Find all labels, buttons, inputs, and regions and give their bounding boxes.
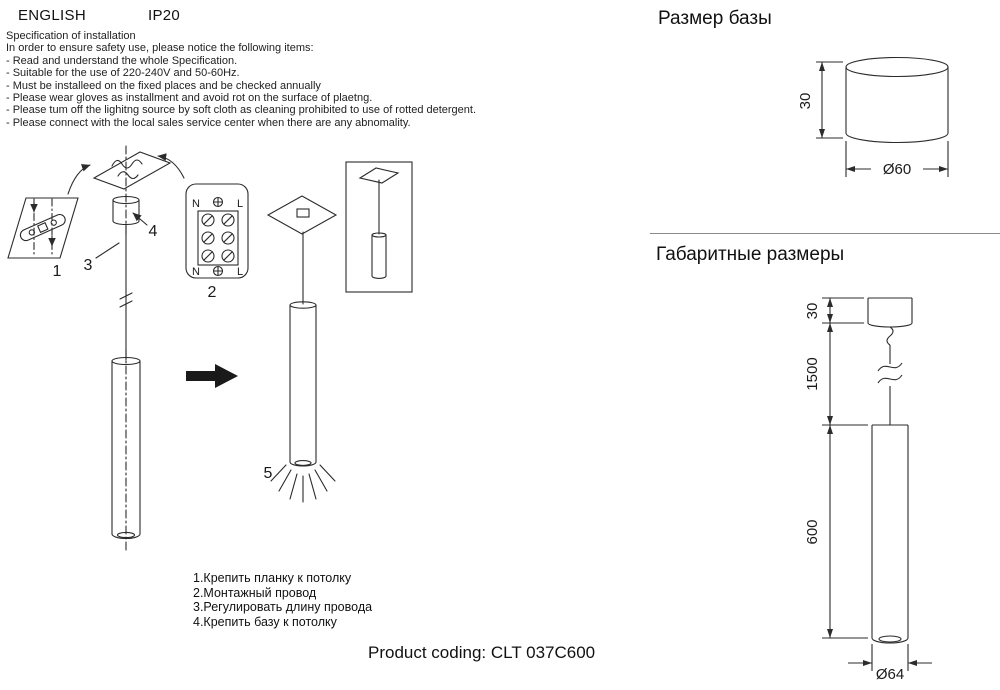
section-divider [650, 233, 1000, 234]
cord-hook [886, 326, 894, 346]
reference-box-drawing [345, 161, 413, 293]
step-4-label: 4 [149, 223, 158, 240]
base-height-dim: 30 [797, 93, 814, 110]
terminal-n-top-label: N [192, 198, 200, 210]
base-size-diagram: 30 Ø60 [797, 56, 949, 178]
spec-item: - Please tum off the lighitng source by … [6, 104, 477, 117]
overall-diameter-dim: Ø64 [876, 666, 904, 683]
step-3-label: 3 [84, 257, 93, 274]
terminal-l-top-label: L [237, 198, 243, 210]
base-size-title: Размер базы [658, 8, 772, 29]
spec-title: Specification of installation [6, 30, 136, 42]
specification-block: Specification of installation In order t… [6, 30, 476, 129]
base-diameter-dim: Ø60 [883, 161, 911, 178]
language-label: ENGLISH [18, 7, 86, 24]
step-2-label: 2 [208, 284, 217, 301]
legend-item: 1.Крепить планку к потолку [193, 571, 352, 585]
ground-symbol-icon [212, 196, 224, 208]
arrow-plate-to-base [67, 164, 91, 195]
cord-break-mark [877, 374, 903, 384]
terminal-block-drawing [185, 183, 249, 279]
step-5-label: 5 [264, 465, 273, 482]
step-1-label: 1 [53, 263, 62, 280]
assembled-pendant-drawing [266, 195, 338, 503]
terminal-l-bottom-label: L [237, 266, 243, 278]
legend-item: 3.Регулировать длину провода [193, 600, 373, 615]
product-coding: Product coding: CLT 037C600 [368, 643, 596, 662]
overall-size-diagram: 30 1500 600 Ø64 [804, 297, 932, 683]
installation-diagram: 1 3 4 2 5 N L N L [7, 145, 413, 553]
ceiling-base-drawing [92, 145, 172, 235]
dimension-lines [816, 61, 949, 177]
legend-item: 2.Монтажный провод [193, 585, 317, 600]
legend-item: 4.Крепить базу к потолку [193, 614, 337, 629]
overall-base-height-dim: 30 [804, 303, 821, 320]
spec-item: - Suitable for the use of 220-240V and 5… [6, 67, 240, 80]
legend-block: 1.Крепить планку к потолку 2.Монтажный п… [193, 571, 372, 629]
base-cylinder-drawing [845, 56, 949, 144]
spec-item: - Read and understand the whole Specific… [6, 54, 238, 67]
spec-item: - Please wear gloves as installment and … [6, 92, 373, 105]
light-rays-icon [270, 464, 336, 503]
ground-symbol-icon [212, 265, 224, 277]
pendant-outline-drawing [867, 297, 913, 644]
overall-size-title: Габаритные размеры [656, 244, 845, 265]
arrow-terminal-to-base [157, 153, 185, 179]
spec-item: - Please connect with the local sales se… [6, 116, 411, 129]
pendant-lamp-drawing [95, 223, 141, 553]
dimension-arrowheads [819, 62, 948, 172]
dimension-lines [822, 297, 932, 671]
terminal-n-bottom-label: N [192, 266, 200, 278]
cord-break-mark [877, 362, 903, 372]
transition-arrow-icon [186, 364, 238, 388]
dimension-arrowheads [827, 298, 917, 666]
ip-rating-label: IP20 [148, 7, 181, 24]
overall-cord-length-dim: 1500 [804, 357, 821, 390]
overall-body-length-dim: 600 [804, 519, 821, 544]
spec-intro: In order to ensure safety use, please no… [6, 42, 314, 55]
spec-item: - Must be installeed on the fixed places… [6, 79, 321, 92]
mounting-plate-drawing [7, 197, 79, 259]
